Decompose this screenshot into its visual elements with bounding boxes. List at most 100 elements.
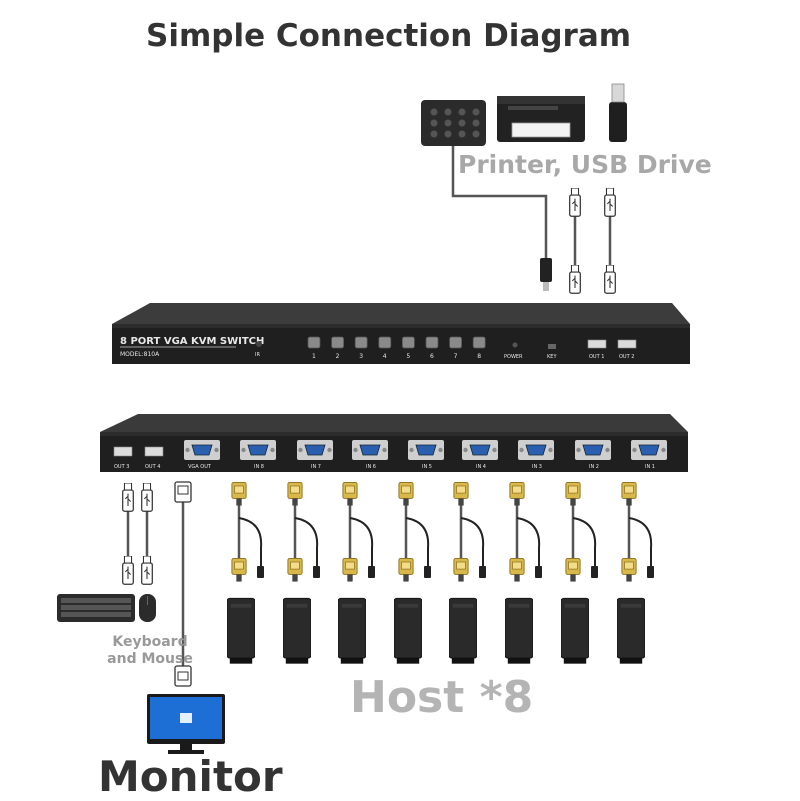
power-label: POWER — [504, 354, 523, 360]
port-button-label: 5 — [406, 353, 410, 360]
vga-input-port — [297, 440, 333, 460]
vga-input-label: IN 4 — [476, 464, 486, 470]
port-button-3 — [354, 336, 368, 349]
monitor-cable — [174, 481, 192, 687]
host-computer-icon — [227, 597, 255, 665]
host-computer-icon — [394, 597, 422, 665]
front-usb-port — [617, 339, 637, 349]
vga-input-label: IN 5 — [422, 464, 432, 470]
vga-out-port — [184, 440, 220, 460]
vga-input-ports: IN 8 IN 7 IN 6 IN 5 IN 4 IN 3 IN 2 IN 1 — [240, 440, 667, 470]
host-cable — [565, 482, 598, 582]
vga-plug-icon — [453, 482, 469, 506]
host-computer-icon — [561, 597, 589, 665]
top-cables — [451, 146, 612, 268]
host-cable — [231, 482, 264, 582]
host-cable — [621, 482, 654, 582]
vga-plug-icon — [231, 558, 247, 582]
vga-plug-icon — [398, 558, 414, 582]
vga-plug-icon — [565, 558, 581, 582]
vga-plug-icon — [453, 558, 469, 582]
front-usb-port-label: OUT 2 — [619, 354, 634, 360]
vga-input-label: IN 3 — [532, 464, 542, 470]
vga-input-port — [575, 440, 611, 460]
vga-input-label: IN 7 — [311, 464, 321, 470]
vga-plug-icon — [565, 482, 581, 506]
host-cable — [342, 482, 375, 582]
vga-input-label: IN 6 — [366, 464, 376, 470]
key-label: KEY — [547, 354, 557, 360]
ir-sensor — [256, 341, 262, 347]
monitor-icon — [147, 694, 225, 754]
vga-out-label: VGA OUT — [188, 464, 212, 470]
vga-input-port — [352, 440, 388, 460]
ir-label: IR — [255, 352, 260, 358]
port-button-8 — [472, 336, 486, 349]
vga-input-label: IN 8 — [254, 464, 264, 470]
port-button-label: 3 — [359, 353, 363, 360]
keyboard-mouse-label-line2: and Mouse — [107, 651, 193, 667]
usb-plug-icon — [569, 188, 616, 294]
rear-usb-port-label: OUT 3 — [114, 464, 129, 470]
vga-plug-icon — [231, 482, 247, 506]
front-panel-title: 8 PORT VGA KVM SWITCH — [120, 336, 264, 347]
rear-usb-port-label: OUT 4 — [145, 464, 160, 470]
vga-input-label: IN 1 — [645, 464, 655, 470]
host-cable — [287, 482, 320, 582]
vga-input-port — [408, 440, 444, 460]
port-button-4 — [378, 336, 392, 349]
vga-input-port — [518, 440, 554, 460]
monitor-label: Monitor — [98, 752, 283, 801]
port-button-1 — [307, 336, 321, 349]
vga-plug-icon — [287, 482, 303, 506]
front-usb-port — [587, 339, 607, 349]
keyboard-mouse-label: Keyboard and Mouse — [98, 634, 202, 668]
port-button-5 — [401, 336, 415, 349]
rear-usb-port — [113, 446, 133, 457]
vga-plug-icon — [398, 482, 414, 506]
keyboard-mouse-label-line1: Keyboard — [112, 634, 188, 650]
vga-input-port — [240, 440, 276, 460]
front-usb-port-label: OUT 1 — [589, 354, 604, 360]
keyboard-icon — [57, 594, 135, 622]
diagram-title: Simple Connection Diagram — [146, 18, 632, 54]
vga-plug-icon — [342, 482, 358, 506]
vga-plug-icon — [509, 482, 525, 506]
port-button-6 — [425, 336, 439, 349]
keyboard-mouse-cables — [126, 510, 149, 565]
port-button-label: 6 — [430, 353, 434, 360]
vga-plug-icon — [621, 482, 637, 506]
rear-usb-port — [144, 446, 164, 457]
host-computer-icon — [283, 597, 311, 665]
vga-input-port — [462, 440, 498, 460]
host-computer-icon — [449, 597, 477, 665]
hosts — [227, 597, 645, 665]
rear-usb-ports: OUT 3 OUT 4 — [113, 446, 164, 470]
key-port — [548, 344, 556, 349]
vga-plug-icon — [509, 558, 525, 582]
vga-input-port — [631, 440, 667, 460]
host-computer-icon — [338, 597, 366, 665]
port-button-label: 7 — [454, 353, 458, 360]
front-panel-model: MODEL:810A — [120, 351, 160, 358]
keypad-icon — [421, 100, 486, 146]
usb-drive-icon — [609, 83, 627, 142]
host-label: Host *8 — [350, 672, 534, 723]
port-button-2 — [331, 336, 345, 349]
micro-usb-plug-icon — [540, 258, 552, 291]
port-button-7 — [449, 336, 463, 349]
port-button-label: 4 — [383, 353, 387, 360]
vga-plug-icon — [621, 558, 637, 582]
host-cables — [231, 482, 654, 582]
power-led — [512, 342, 518, 348]
vga-input-label: IN 2 — [589, 464, 599, 470]
host-computer-icon — [505, 597, 533, 665]
printer-icon — [497, 96, 585, 142]
port-buttons: 1 2 3 4 5 6 7 8 — [307, 336, 486, 360]
port-button-label: 8 — [477, 353, 481, 360]
host-cable — [453, 482, 486, 582]
port-button-label: 2 — [336, 353, 340, 360]
port-button-label: 1 — [312, 353, 316, 360]
host-cable — [509, 482, 542, 582]
